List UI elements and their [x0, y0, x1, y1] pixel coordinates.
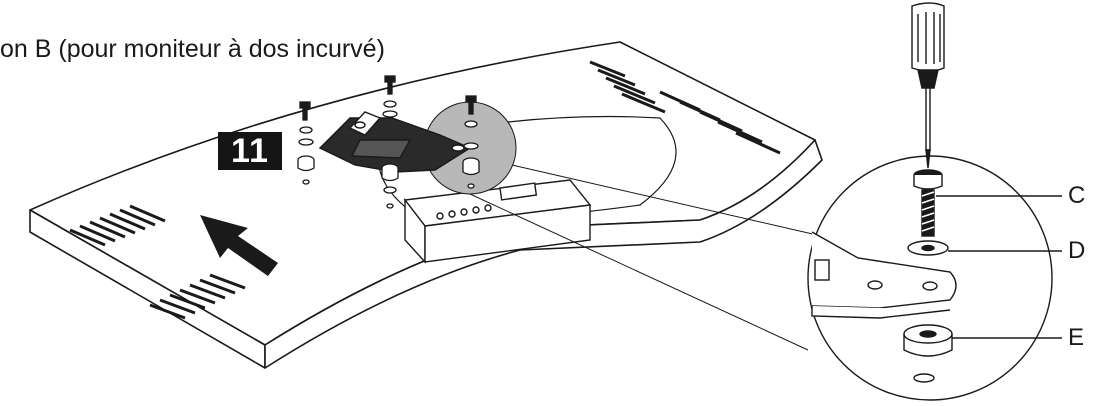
- washer-icon: [907, 240, 949, 256]
- leader-line-top: [511, 164, 831, 239]
- callout-label-e: E: [1068, 324, 1085, 351]
- vent-slots-bottom: [149, 273, 246, 320]
- step-number-badge: 11: [218, 132, 282, 170]
- arrow-icon: [200, 215, 278, 276]
- vent-slots-right: [589, 60, 781, 155]
- callout-label-c: C: [1068, 182, 1086, 209]
- callout-label-d: D: [1068, 237, 1086, 264]
- monitor-back: [29, 41, 823, 369]
- vesa-bracket: [318, 111, 472, 173]
- detail-bracket: [811, 231, 957, 319]
- screw-icon: [913, 169, 943, 237]
- ports-panel: [403, 179, 592, 264]
- vent-slots-left: [69, 204, 166, 247]
- hardware-small: [297, 75, 480, 209]
- instruction-heading: on B (pour moniteur à dos incurvé): [0, 35, 385, 63]
- screwdriver-icon: [911, 2, 945, 169]
- callout-lines: [936, 195, 1062, 339]
- spacer-icon: [903, 324, 953, 383]
- leader-line-bottom: [469, 193, 809, 351]
